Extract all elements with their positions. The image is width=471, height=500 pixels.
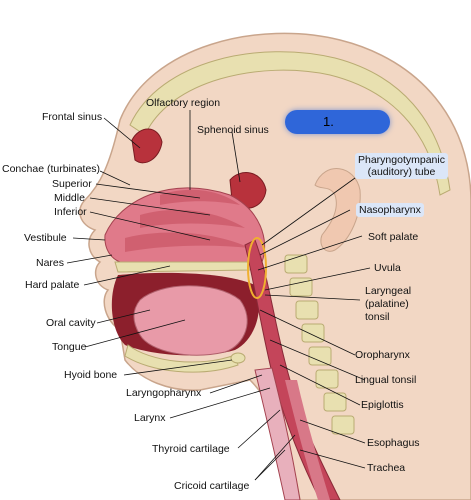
label-esophagus: Esophagus xyxy=(367,437,420,449)
label-laryngeal-line2: (palatine) xyxy=(365,298,409,310)
label-frontal-sinus: Frontal sinus xyxy=(42,111,103,123)
tonsil-outline xyxy=(247,237,267,299)
label-thyroid-cartilage: Thyroid cartilage xyxy=(152,443,230,455)
label-tongue: Tongue xyxy=(52,341,87,353)
label-superior: Superior xyxy=(52,178,92,190)
label-trachea: Trachea xyxy=(367,462,406,474)
label-nasopharynx: Nasopharynx xyxy=(356,203,424,217)
label-sphenoid-sinus: Sphenoid sinus xyxy=(197,124,269,136)
label-lingual-tonsil: Lingual tonsil xyxy=(355,374,417,386)
label-laryngeal-line3: tonsil xyxy=(365,311,390,323)
mandible xyxy=(124,344,239,373)
skull-bone xyxy=(129,51,451,196)
head-outline xyxy=(79,32,471,500)
label-hard-palate: Hard palate xyxy=(25,279,80,291)
label-oropharynx: Oropharynx xyxy=(355,349,410,361)
label-middle: Middle xyxy=(54,192,85,204)
pharynx xyxy=(244,239,341,500)
label-hyoid-bone: Hyoid bone xyxy=(64,369,118,381)
label-laryngeal-tonsil: Laryngeal (palatine) tonsil xyxy=(365,285,411,324)
label-oral-cavity: Oral cavity xyxy=(46,317,96,329)
label-conchae: Conchae (turbinates) xyxy=(2,163,101,175)
label-soft-palate: Soft palate xyxy=(368,231,419,243)
superior-concha xyxy=(160,189,240,205)
larynx-trachea xyxy=(254,367,301,500)
label-pharyngotympanic-line1: Pharyngotympanic xyxy=(358,154,445,166)
label-epiglottis: Epiglottis xyxy=(361,399,404,411)
inferior-concha xyxy=(125,232,250,252)
label-nares: Nares xyxy=(36,257,65,269)
label-laryngopharynx: Laryngopharynx xyxy=(126,387,202,399)
leader-lines xyxy=(66,110,371,481)
label-uvula: Uvula xyxy=(374,262,401,274)
label-pharyngotympanic-line2: (auditory) tube xyxy=(367,166,436,178)
hard-palate xyxy=(114,261,251,273)
tongue xyxy=(133,285,248,356)
ear xyxy=(314,168,361,252)
label-vestibule: Vestibule xyxy=(24,232,67,244)
label-pharyngotympanic-tube: Pharyngotympanic (auditory) tube xyxy=(355,153,448,179)
label-larynx: Larynx xyxy=(134,412,166,424)
esophagus-tube xyxy=(285,380,330,500)
label-laryngeal-line1: Laryngeal xyxy=(365,285,412,297)
answer-redaction-box[interactable]: 1. xyxy=(285,110,390,134)
label-cricoid-cartilage: Cricoid cartilage xyxy=(174,480,250,492)
frontal-sinus xyxy=(131,128,163,164)
hyoid xyxy=(230,352,246,364)
middle-concha xyxy=(140,209,245,228)
label-olfactory-region: Olfactory region xyxy=(146,97,221,109)
label-inferior: Inferior xyxy=(54,206,87,218)
